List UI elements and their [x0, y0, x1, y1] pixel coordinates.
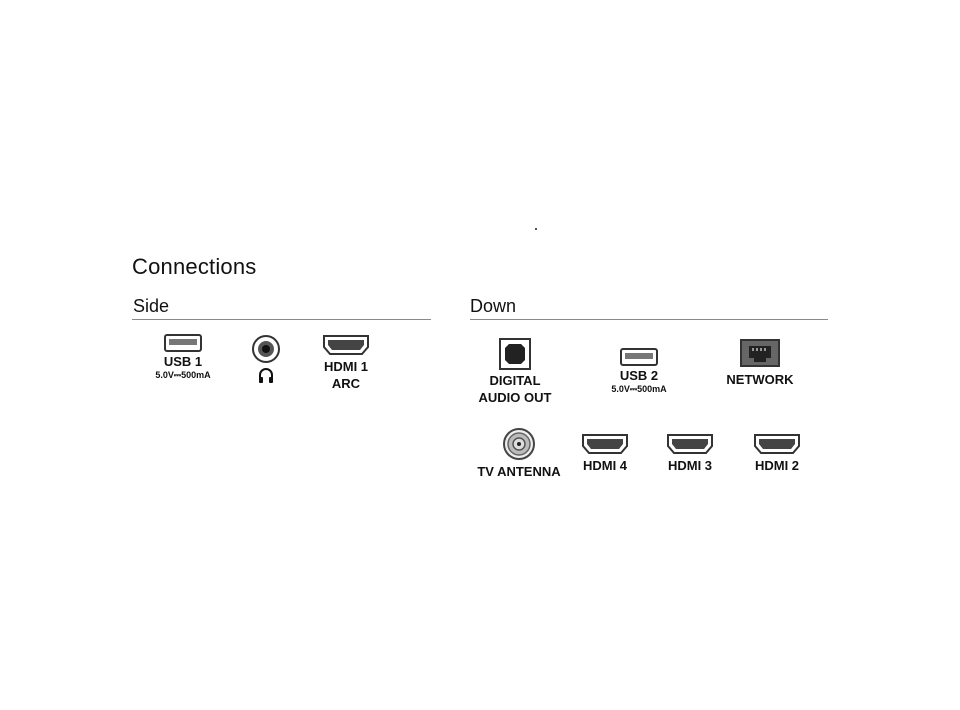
usb-port-icon [164, 334, 202, 352]
optical-port-icon [499, 338, 531, 370]
usb-port-icon [620, 348, 658, 366]
headphone-jack-icon [252, 335, 280, 363]
port-label: HDMI 4 [582, 458, 628, 473]
hdmi-port-icon [754, 434, 800, 454]
port-label: USB 1 [163, 354, 203, 369]
port-label-secondary: ARC [331, 376, 361, 391]
port-hdmi3: HDMI 3 [655, 433, 725, 474]
port-spec: 5.0V⎓500mA [155, 370, 211, 380]
port-network: NETWORK [718, 339, 802, 388]
port-label: HDMI 1 [323, 359, 369, 374]
coax-port-icon [503, 428, 535, 460]
port-hdmi1: HDMI 1 ARC [306, 334, 386, 392]
port-hdmi2: HDMI 2 [742, 433, 812, 474]
section-title-side: Side [133, 296, 170, 316]
stray-mark [535, 228, 537, 230]
port-hdmi4: HDMI 4 [570, 433, 640, 474]
port-label: DIGITAL [489, 373, 541, 388]
port-label: HDMI 2 [754, 458, 800, 473]
port-headphone [246, 334, 286, 384]
section-title-down: Down [470, 296, 517, 316]
port-spec: 5.0V⎓500mA [611, 384, 667, 394]
port-digital-audio-out: DIGITAL AUDIO OUT [470, 338, 560, 406]
port-usb2: USB 2 5.0V⎓500mA [596, 348, 682, 395]
headphones-icon [259, 368, 273, 383]
ethernet-port-icon [740, 339, 780, 367]
port-label: HDMI 3 [667, 458, 713, 473]
port-label: TV ANTENNA [477, 464, 561, 479]
port-label-secondary: AUDIO OUT [478, 390, 552, 405]
section-divider-side [132, 319, 431, 320]
port-label: NETWORK [726, 372, 794, 387]
page-title: Connections [132, 254, 257, 279]
hdmi-port-icon [582, 434, 628, 454]
hdmi-port-icon [667, 434, 713, 454]
port-usb1: USB 1 5.0V⎓500mA [140, 334, 226, 381]
port-tv-antenna: TV ANTENNA [470, 427, 568, 480]
port-label: USB 2 [619, 368, 659, 383]
hdmi-port-icon [323, 335, 369, 355]
section-divider-down [470, 319, 828, 320]
